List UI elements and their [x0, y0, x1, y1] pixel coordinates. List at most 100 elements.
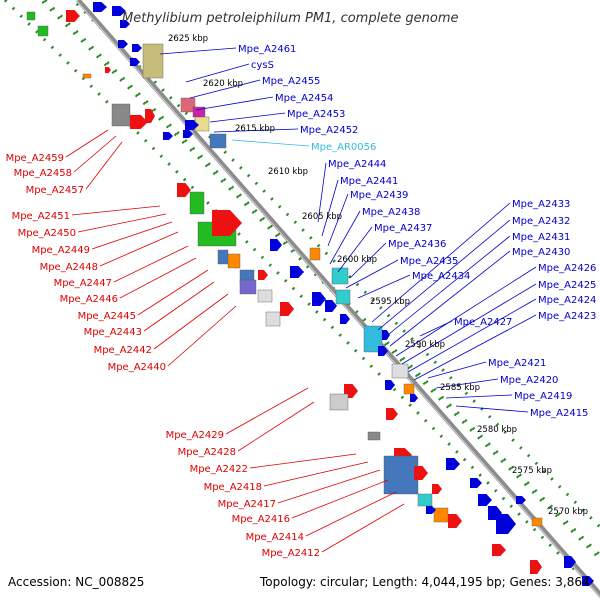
leader-line — [395, 266, 537, 357]
gene-label: Mpe_A2417 — [218, 499, 276, 510]
gene-arrow — [280, 302, 294, 316]
gene-block — [433, 507, 449, 523]
gene-label: Mpe_A2426 — [538, 263, 596, 274]
gene-arrow — [426, 506, 436, 514]
gene-arrow — [410, 394, 418, 402]
leader-line — [345, 259, 399, 289]
scale-label: 2620 kbp — [203, 79, 243, 89]
gene-arrow — [66, 10, 80, 22]
gene-label: Mpe_A2431 — [512, 232, 570, 243]
gene-features — [26, 2, 594, 586]
gene-arrow — [112, 6, 126, 16]
gene-label: Mpe_A2432 — [512, 216, 570, 227]
gene-arrow — [446, 458, 460, 470]
gene-arrow — [378, 346, 388, 356]
gene-label: Mpe_A2438 — [362, 207, 420, 218]
gene-arrow — [105, 67, 111, 73]
scale-label: 2570 kbp — [548, 507, 588, 517]
leader-line — [225, 387, 309, 435]
leader-line — [435, 378, 499, 389]
leader-line — [77, 213, 167, 233]
gene-arrow — [564, 556, 576, 568]
gene-label: Mpe_A2443 — [84, 327, 142, 338]
gene-label: Mpe_A2414 — [246, 532, 304, 543]
gene-label: Mpe_A2459 — [6, 153, 64, 164]
leader-line — [349, 242, 387, 279]
gene-block — [417, 493, 433, 507]
leader-line — [321, 179, 339, 237]
gene-labels: Mpe_A2461cysSMpe_A2455Mpe_A2454Mpe_A2453… — [6, 44, 597, 559]
gene-label: Mpe_A2437 — [374, 223, 432, 234]
leader-line — [209, 112, 286, 123]
tick-track — [70, 0, 600, 530]
gene-label: Mpe_A2455 — [262, 76, 320, 87]
gene-arrow — [130, 58, 140, 66]
gene-label: Mpe_A2427 — [454, 317, 512, 328]
gene-label: Mpe_A2439 — [350, 190, 408, 201]
leader-line — [327, 193, 349, 247]
gene-label: Mpe_A2442 — [94, 345, 152, 356]
gene-arrow — [185, 120, 199, 130]
gene-arrow — [414, 466, 428, 480]
leader-line — [329, 210, 361, 265]
gene-block — [391, 363, 409, 379]
leader-line — [195, 96, 274, 111]
gene-block — [257, 289, 273, 303]
scale-label: 2610 kbp — [268, 167, 308, 177]
gene-label: Mpe_A2420 — [500, 375, 558, 386]
gene-block — [227, 253, 241, 269]
leader-line — [153, 293, 229, 350]
gene-arrow — [340, 314, 350, 324]
gene-label: Mpe_A2418 — [204, 482, 262, 493]
gene-arrow — [382, 330, 390, 340]
gene-arrow — [325, 300, 337, 312]
leader-line — [419, 320, 453, 337]
gene-label: Mpe_A2449 — [32, 245, 90, 256]
leader-line — [455, 405, 529, 413]
leader-line — [73, 135, 117, 173]
gene-arrow — [386, 408, 398, 420]
gene-block — [26, 11, 36, 21]
gene-label: Mpe_A2440 — [108, 362, 166, 373]
gene-arrow — [496, 514, 516, 534]
leader-line — [231, 139, 310, 147]
gene-block — [111, 103, 131, 127]
scale-label: 2585 kbp — [440, 383, 480, 393]
gene-label: Mpe_A2457 — [26, 185, 84, 196]
map-title: Methylibium petroleiphilum PM1, complete… — [122, 11, 459, 26]
scale-label: 2575 kbp — [512, 466, 552, 476]
gene-arrow — [492, 544, 506, 556]
gene-label: Mpe_A2445 — [78, 311, 136, 322]
accession-text: Accession: NC_008825 — [8, 575, 144, 589]
leader-line — [389, 250, 511, 347]
gene-label: Mpe_A2425 — [538, 280, 596, 291]
leader-line — [357, 274, 411, 299]
gene-label: Mpe_A2458 — [14, 168, 72, 179]
gene-arrow — [582, 576, 594, 586]
scale-label: 2595 kbp — [370, 297, 410, 307]
leader-line — [159, 47, 237, 55]
label-leader-lines — [65, 47, 537, 553]
gene-block — [335, 289, 351, 305]
gene-arrow — [177, 183, 191, 197]
scale-label: 2625 kbp — [168, 34, 208, 44]
gene-arrow — [290, 266, 304, 278]
leader-line — [85, 141, 123, 190]
leader-line — [65, 129, 109, 158]
gene-arrow — [270, 239, 282, 251]
gene-arrow — [118, 40, 128, 48]
leader-line — [407, 298, 537, 373]
scale-label: 2590 kbp — [405, 340, 445, 350]
gene-block — [531, 517, 543, 527]
gene-block — [180, 97, 196, 113]
leader-line — [321, 503, 405, 553]
scale-label: 2600 kbp — [337, 255, 377, 265]
gene-arrow — [258, 270, 268, 280]
gene-block — [37, 25, 49, 37]
leader-line — [185, 63, 250, 83]
leader-line — [189, 79, 261, 99]
gene-arrow — [516, 496, 526, 504]
gene-label: Mpe_A2428 — [178, 447, 236, 458]
scale-label: 2605 kbp — [302, 212, 342, 222]
